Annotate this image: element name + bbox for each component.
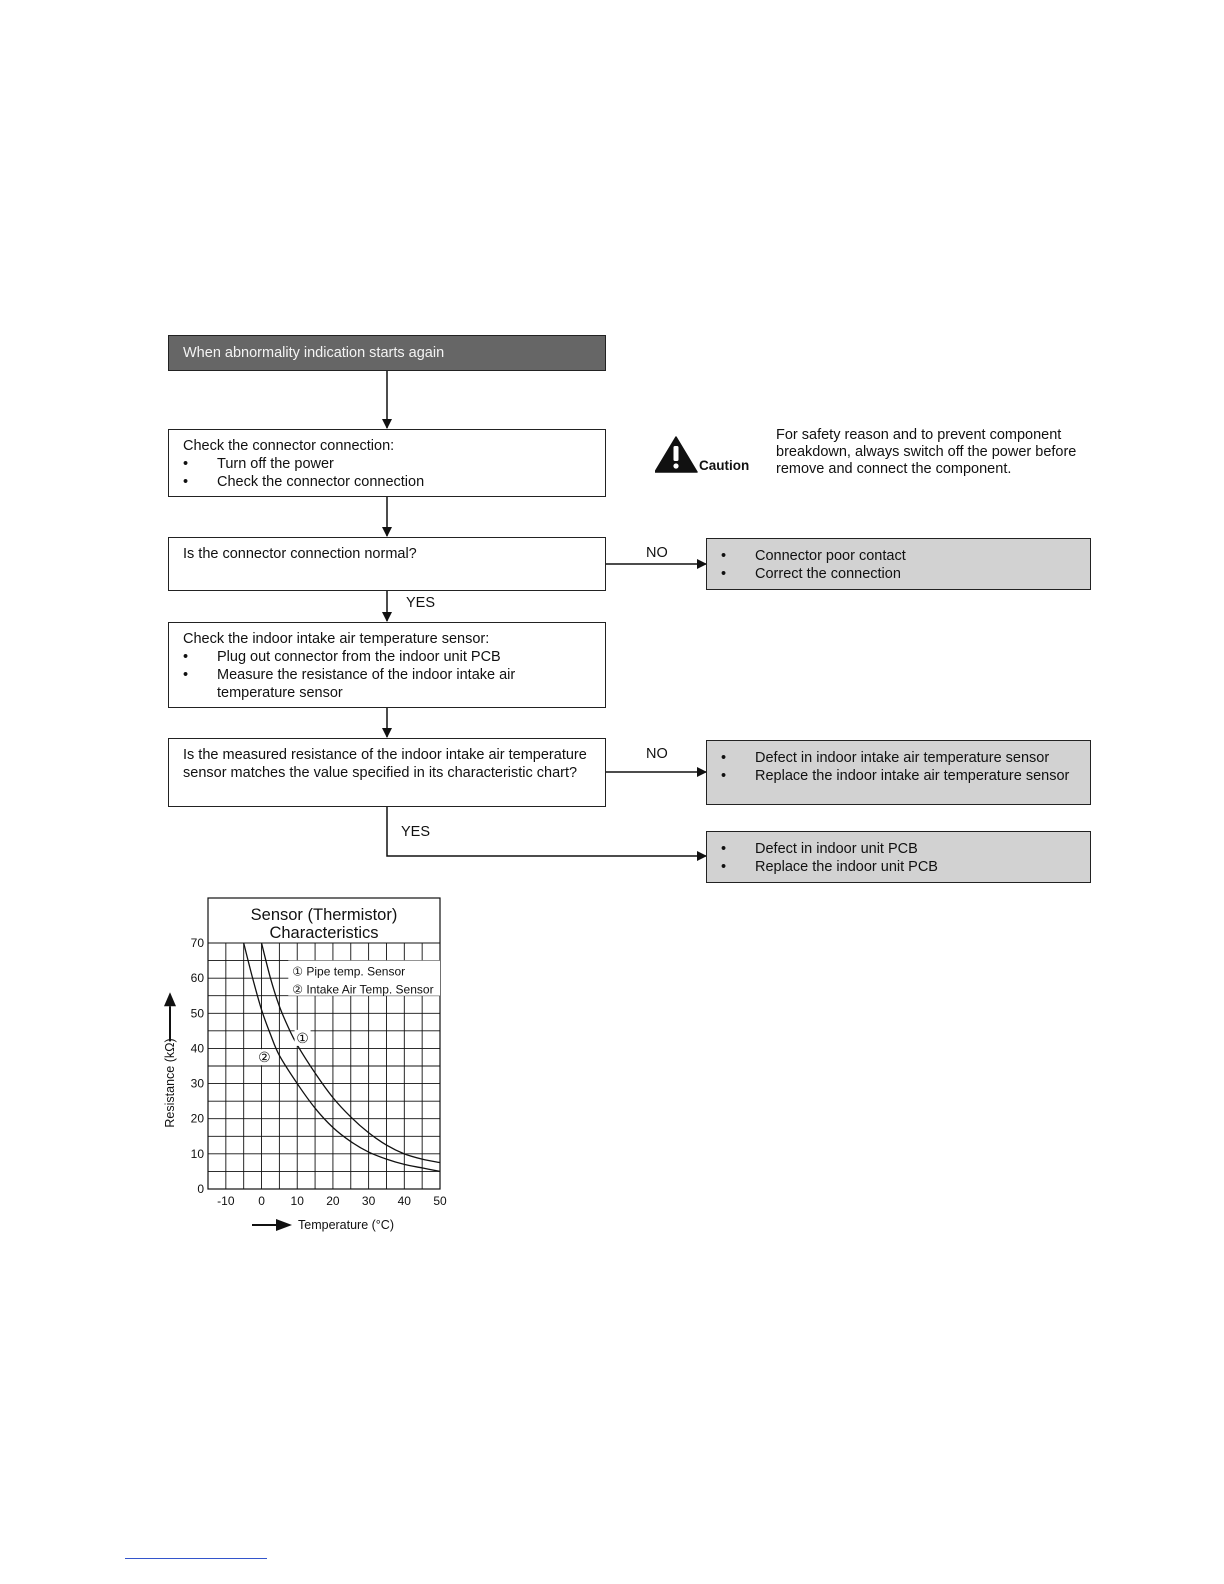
chart-title-line2: Characteristics (269, 924, 378, 942)
legend-background (288, 960, 440, 996)
x-axis-label: Temperature (°C) (298, 1218, 394, 1232)
x-tick-label: 10 (291, 1194, 305, 1208)
caution-note: For safety reason and to prevent compone… (776, 427, 1077, 477)
y-tick-label: 20 (191, 1112, 205, 1126)
list-item: Connector poor contact (721, 547, 1076, 565)
list-item: Defect in indoor unit PCB (721, 840, 1076, 858)
x-axis-arrow-head (276, 1219, 292, 1231)
q1-no-label: NO (646, 545, 668, 561)
series-marker-bg-intake (256, 1049, 273, 1066)
connector-result-box: Connector poor contact Correct the conne… (706, 538, 1091, 590)
x-tick-label: 0 (258, 1194, 265, 1208)
check-sensor-box: Check the indoor intake air temperature … (168, 622, 606, 708)
connector-normal-question: Is the connector connection normal? (168, 537, 606, 591)
y-tick-label: 60 (191, 971, 205, 985)
series-line-pipe-sensor (260, 942, 441, 1164)
list-item: Plug out connector from the indoor unit … (183, 648, 591, 666)
arrow-q2-yes (386, 806, 707, 861)
footer-rule (125, 1558, 267, 1559)
x-tick-label: 20 (326, 1194, 340, 1208)
sensor-defect-result-box: Defect in indoor intake air temperature … (706, 740, 1091, 805)
x-tick-label: 30 (362, 1194, 376, 1208)
q2-no-label: NO (646, 746, 668, 762)
start-text: When abnormality indication starts again (183, 345, 445, 361)
y-tick-label: 40 (191, 1041, 205, 1055)
list-item: Replace the indoor intake air temperatur… (721, 767, 1076, 785)
series-marker-pipe: ① (296, 1030, 309, 1046)
check-connector-box: Check the connector connection: Turn off… (168, 429, 606, 497)
y-axis-arrow-head (164, 992, 176, 1007)
series-line-intake-sensor (243, 942, 441, 1173)
list-item: Turn off the power (183, 455, 591, 473)
y-tick-label: 70 (191, 936, 205, 950)
warning-triangle-icon (655, 436, 698, 473)
thermistor-characteristics-chart: Sensor (Thermistor)Characteristics ① Pipe… (163, 897, 447, 1232)
pcb-defect-result-box: Defect in indoor unit PCB Replace the in… (706, 831, 1091, 883)
question-text: Is the connector connection normal? (183, 546, 417, 562)
legend-entry-intake: ② Intake Air Temp. Sensor (292, 983, 433, 997)
y-axis-label: Resistance (kΩ) (163, 1038, 177, 1127)
q2-yes-label: YES (401, 824, 431, 840)
y-tick-label: 30 (191, 1077, 205, 1091)
list-item: Defect in indoor intake air temperature … (721, 749, 1076, 767)
check-connector-title: Check the connector connection: (183, 438, 395, 454)
series-marker-intake: ② (258, 1049, 271, 1065)
legend-entry-pipe: ① Pipe temp. Sensor (292, 965, 405, 979)
chart-title-line1: Sensor (Thermistor) (251, 906, 398, 924)
q1-yes-label: YES (406, 595, 436, 611)
start-box: When abnormality indication starts again (168, 335, 606, 371)
list-item: Check the connector connection (183, 473, 591, 491)
x-tick-label: 40 (398, 1194, 412, 1208)
list-item: Correct the connection (721, 565, 1076, 583)
list-item: Replace the indoor unit PCB (721, 858, 1076, 876)
chart-frame (207, 897, 441, 1190)
series-marker-bg-pipe (294, 1029, 311, 1046)
question-text: Is the measured resistance of the indoor… (183, 747, 587, 781)
caution-label: Caution (699, 458, 750, 473)
resistance-match-question: Is the measured resistance of the indoor… (168, 738, 606, 807)
y-tick-label: 50 (191, 1006, 205, 1020)
y-tick-label: 10 (191, 1147, 205, 1161)
y-tick-label: 0 (197, 1182, 204, 1196)
list-item: Measure the resistance of the indoor int… (183, 666, 591, 702)
x-tick-label: 50 (433, 1194, 447, 1208)
x-tick-label: -10 (217, 1194, 235, 1208)
check-sensor-title: Check the indoor intake air temperature … (183, 631, 490, 647)
